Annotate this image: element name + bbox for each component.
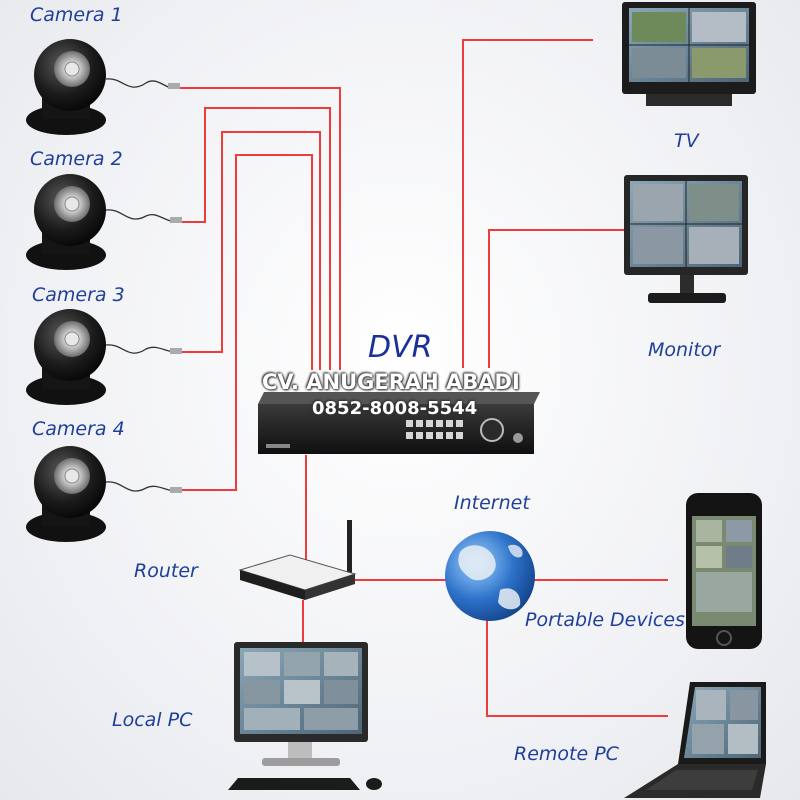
label-tv: TV (674, 130, 699, 152)
smartphone-device (686, 493, 762, 649)
line-camera3-dvr (182, 131, 321, 370)
tv-device (622, 2, 756, 106)
watermark-phone: 0852-8008-5544 (312, 398, 478, 419)
camera-3 (26, 309, 182, 405)
label-local-pc: Local PC (112, 709, 193, 731)
line-internet-remotepc (486, 620, 668, 717)
label-dvr: DVR (368, 330, 433, 365)
router-device (238, 520, 357, 600)
label-portable-devices: Portable Devices (525, 609, 685, 631)
label-router: Router (134, 560, 198, 582)
camera-4 (26, 446, 182, 542)
label-camera-2: Camera 2 (30, 148, 123, 170)
label-camera-3: Camera 3 (32, 284, 125, 306)
line-camera2-dvr (182, 107, 331, 370)
dvr-device (258, 392, 540, 454)
camera-2 (26, 174, 182, 270)
line-dvr-tv (462, 39, 593, 368)
watermark-company: CV. ANUGERAH ABADI (262, 370, 520, 394)
camera-1 (26, 39, 180, 135)
monitor-device (624, 175, 748, 303)
internet-globe (445, 531, 535, 621)
local-pc-device (228, 642, 382, 790)
remote-pc-laptop (624, 682, 766, 798)
line-camera4-dvr (182, 154, 313, 491)
label-internet: Internet (454, 492, 530, 514)
label-camera-1: Camera 1 (30, 4, 123, 26)
label-monitor: Monitor (648, 339, 721, 361)
label-camera-4: Camera 4 (32, 418, 125, 440)
label-remote-pc: Remote PC (514, 743, 619, 765)
line-camera1-dvr (180, 87, 341, 370)
connection-lines (180, 39, 668, 717)
line-dvr-monitor (488, 229, 627, 368)
